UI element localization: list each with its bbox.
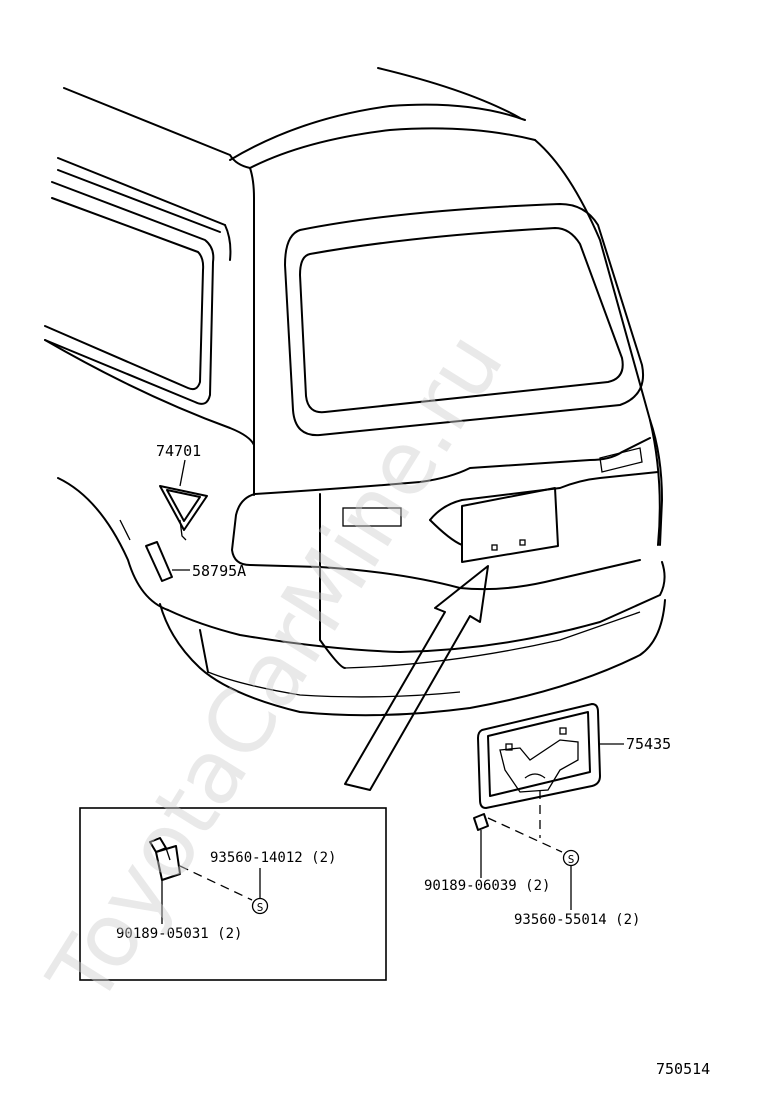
vehicle-rear-view bbox=[44, 67, 666, 717]
diagram-code: 750514 bbox=[656, 1060, 710, 1078]
part-label-74701: 74701 bbox=[156, 442, 201, 460]
license-bracket-part bbox=[477, 703, 601, 809]
inset-bolt-part bbox=[149, 837, 181, 881]
tow-hook-part bbox=[159, 485, 208, 541]
screw-marker-right: S bbox=[562, 849, 580, 867]
part-label-93560-14012: 93560-14012 (2) bbox=[210, 850, 336, 866]
clip-part bbox=[473, 813, 489, 831]
inset-leader-dash bbox=[179, 865, 253, 901]
detail-inset-box bbox=[79, 807, 387, 981]
part-label-75435: 75435 bbox=[626, 735, 671, 753]
screw-marker-left: S bbox=[251, 897, 269, 915]
screw-symbol-left: S bbox=[257, 901, 264, 914]
part-label-90189-05031: 90189-05031 (2) bbox=[116, 926, 242, 942]
direction-arrow bbox=[344, 565, 489, 791]
cover-part bbox=[145, 541, 173, 582]
part-label-90189-06039: 90189-06039 (2) bbox=[424, 878, 550, 894]
watermark-text: ToyotaCarMine.ru bbox=[28, 315, 523, 1022]
leader-clip-dash bbox=[487, 817, 563, 853]
screw-symbol-right: S bbox=[568, 853, 575, 866]
leader-74701 bbox=[179, 459, 186, 487]
part-label-93560-55014: 93560-55014 (2) bbox=[514, 912, 640, 928]
part-label-58795a: 58795A bbox=[192, 562, 246, 580]
